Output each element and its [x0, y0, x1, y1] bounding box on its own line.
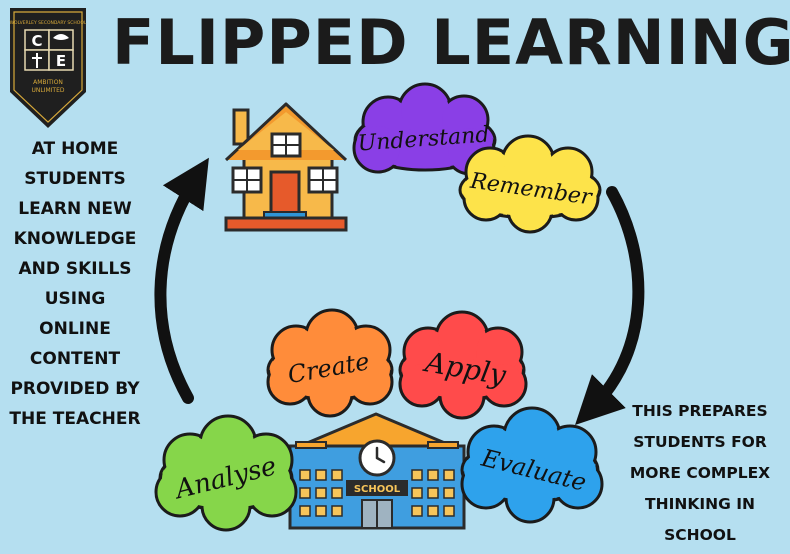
- cloud-remember: Remember: [458, 134, 602, 234]
- note-line: AT HOME: [31, 139, 119, 159]
- note-line: THIS PREPARES: [632, 402, 768, 420]
- cross-icon: [32, 53, 42, 68]
- school-sign: SCHOOL: [354, 484, 401, 495]
- badge-letter-c: C: [31, 32, 42, 50]
- cloud-create: Create: [266, 308, 394, 418]
- bird-icon: [53, 34, 69, 40]
- note-line: MORE COMPLEX: [629, 464, 771, 482]
- note-line: STUDENTS: [24, 169, 126, 189]
- school-icon: SCHOOL: [288, 412, 466, 530]
- cloud-evaluate: Evaluate: [460, 406, 604, 524]
- note-line: CONTENT: [29, 349, 121, 369]
- badge-motto-line1: AMBITION: [33, 79, 63, 86]
- note-line: USING ONLINE: [39, 289, 111, 339]
- badge-motto-line2: UNLIMITED: [31, 87, 64, 94]
- note-line: PROVIDED BY: [10, 379, 140, 399]
- cloud-analyse: Analyse: [154, 414, 298, 532]
- page-title: FLIPPED LEARNING: [112, 6, 790, 79]
- note-line: KNOWLEDGE: [13, 229, 137, 249]
- badge-arc-text: WOLVERLEY SECONDARY SCHOOL: [10, 20, 87, 26]
- cloud-understand: Understand: [352, 82, 497, 176]
- house-icon: [224, 102, 348, 232]
- school-thinking-note: THIS PREPARES STUDENTS FOR MORE COMPLEX …: [616, 396, 784, 551]
- note-line: THINKING IN: [645, 495, 755, 513]
- home-learning-note: AT HOME STUDENTS LEARN NEW KNOWLEDGE AND…: [6, 134, 144, 434]
- note-line: STUDENTS FOR: [633, 433, 767, 451]
- note-line: SCHOOL: [664, 526, 736, 544]
- note-line: LEARN NEW: [18, 199, 132, 219]
- badge-letter-e: E: [56, 52, 66, 70]
- cloud-apply: Apply: [398, 310, 528, 420]
- arrow-to-evaluate: [575, 186, 645, 425]
- note-line: THE TEACHER: [9, 409, 141, 429]
- note-line: AND SKILLS: [18, 259, 132, 279]
- school-badge: C E WOLVERLEY SECONDARY SCHOOL AMBITION …: [10, 8, 87, 128]
- arrow-to-home: [154, 157, 209, 404]
